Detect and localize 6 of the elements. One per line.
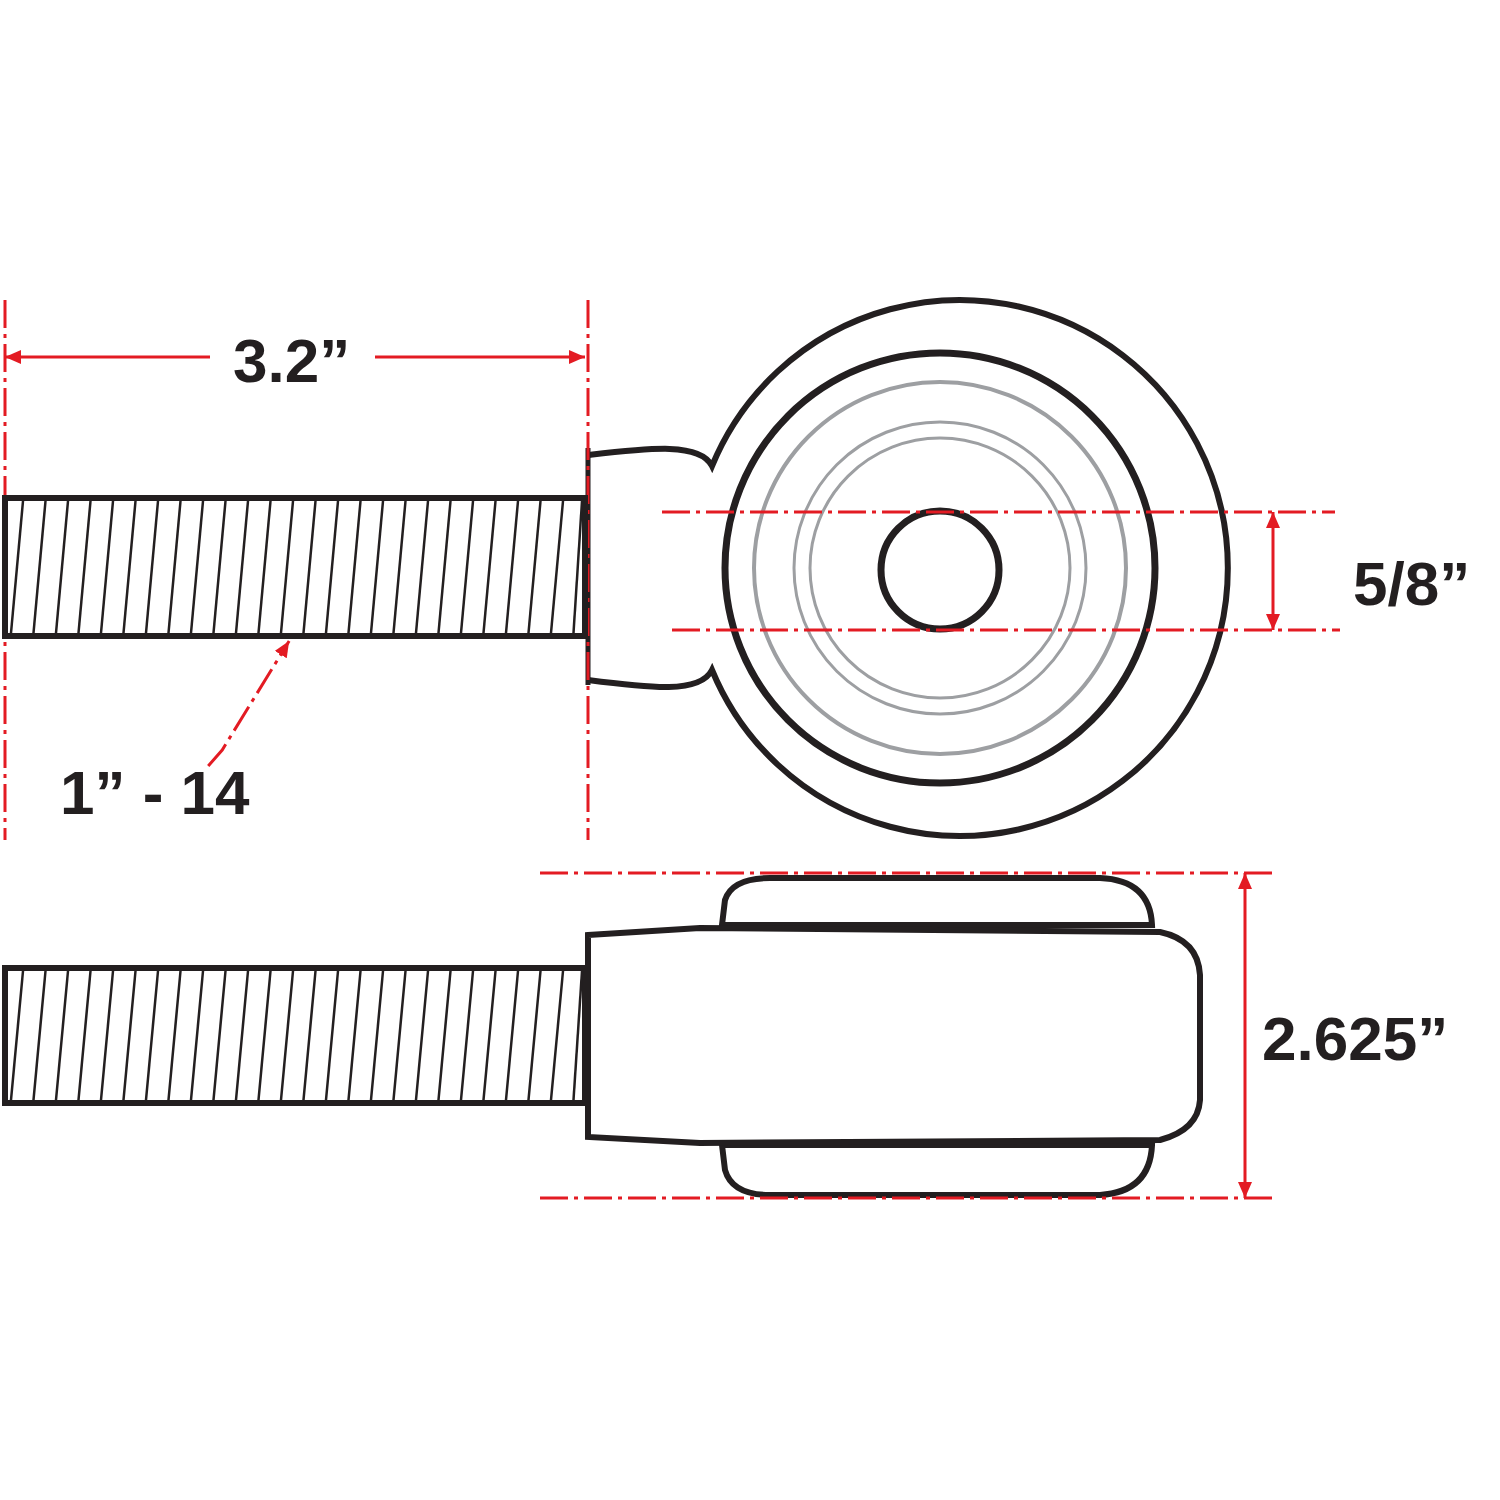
dimension-label: 2.625” <box>1262 1008 1449 1070</box>
dimension-label: 3.2” <box>233 330 351 392</box>
dimension-label: 5/8” <box>1353 553 1471 615</box>
thread-spec-label: 1” - 14 <box>60 762 250 824</box>
threaded-shank-drawing <box>2 495 588 639</box>
leader-line <box>207 640 291 767</box>
